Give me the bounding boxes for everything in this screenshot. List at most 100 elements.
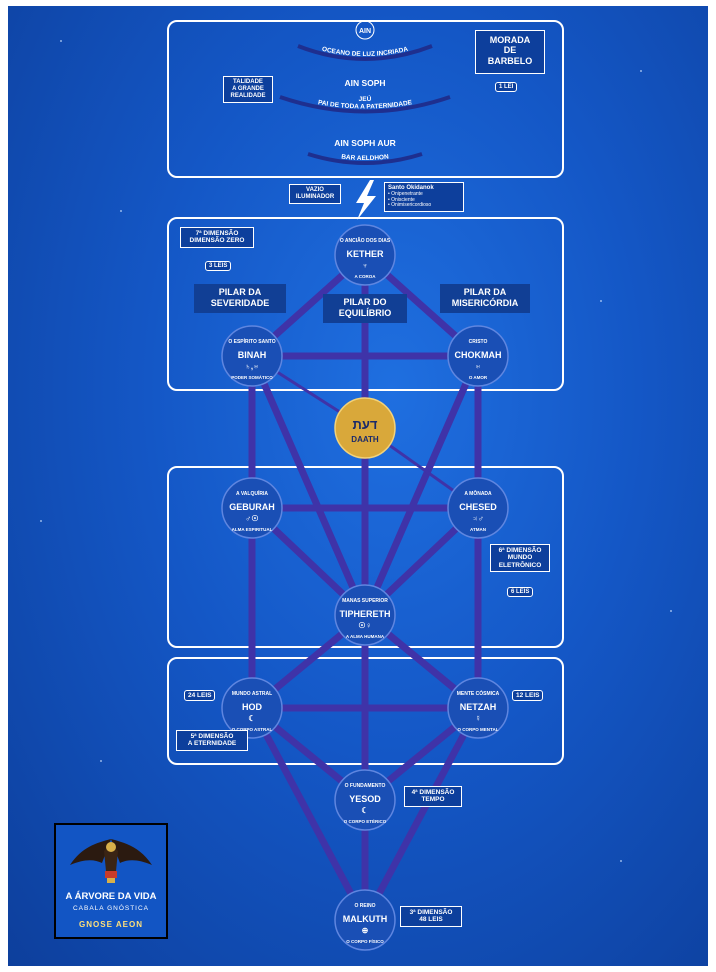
netzah-planet-icon: ☿: [475, 714, 481, 723]
chesed-title-bottom: ATMAN: [470, 527, 486, 532]
path-chokmah-tiphereth: [361, 352, 482, 619]
astral-dimension: 5ª DIMENSÃO A ETERNIDADE: [176, 730, 248, 751]
malkuth-title-top: O REINO: [354, 903, 375, 909]
star: [60, 40, 62, 42]
geburah-title-top: A VALQUÍRIA: [236, 489, 268, 497]
supernal-dim-line-1: 7ª DIMENSÃO: [195, 230, 239, 237]
ain-circle: [355, 20, 375, 40]
geburah-planet-icon: ♂☉: [245, 514, 258, 523]
malkuth-title-bottom: O CORPO FÍSICO: [346, 937, 384, 944]
tiphereth-planet-icon: ☉♀: [358, 621, 371, 630]
kether-circle: [334, 224, 396, 286]
santo-item-text: Onipenetrante: [391, 190, 423, 197]
vazio-line-1: VAZIO: [306, 187, 324, 193]
jeu-label: JEÚ: [359, 94, 372, 103]
kether-title-top: O ANCIÃO DOS DIAS: [340, 237, 391, 244]
pilar-sev-line-2: SEVERIDADE: [210, 298, 270, 309]
pilar-misericordia: PILAR DA MISERICÓRDIA: [440, 284, 530, 313]
hod-planet-icon: ☾: [248, 714, 255, 723]
santo-item: • Onimisericordioso: [388, 202, 432, 209]
yesod-title-bottom: O CORPO ETÉRICO: [344, 817, 387, 824]
netzah-leis: 12 LEIS: [512, 690, 544, 701]
daath-hebrew: דעת: [353, 417, 378, 432]
talidade-label: TALIDADE A GRANDE REALIDADE: [223, 76, 273, 103]
star: [640, 70, 642, 72]
chokmah-circle: [447, 325, 509, 387]
logo-subtitle: CABALA GNÓSTICA: [72, 905, 150, 912]
kether-planet-icon: ♆: [362, 261, 368, 270]
pilar-eq-line-2: EQUILÍBRIO: [338, 308, 392, 319]
star: [120, 210, 122, 212]
hod-leis: 24 LEIS: [184, 690, 216, 701]
star: [670, 610, 672, 612]
logo-badge: A ÁRVORE DA VIDA CABALA GNÓSTICA GNOSE A…: [54, 823, 168, 939]
sephirah-geburah: A VALQUÍRIA GEBURAH ♂☉ ALMA ESPIRITUAL: [221, 477, 283, 539]
netzah-circle: [447, 677, 509, 739]
top-arcs: [279, 44, 451, 165]
chokmah-title-bottom: O AMOR: [469, 375, 488, 380]
malkuth-name: MALKUTH: [343, 914, 388, 924]
morada-line-1: MORADA: [489, 35, 531, 45]
geburah-circle: [221, 477, 283, 539]
yesod-dim-line-1: 4ª DIMENSÃO: [411, 789, 455, 796]
star: [600, 300, 602, 302]
path-binah-tiphereth: [248, 352, 369, 619]
santo-item-text: Onimisericordioso: [391, 202, 432, 209]
malkuth-dim-line-1: 3ª DIMENSÃO: [409, 909, 453, 916]
tiphereth-name: TIPHERETH: [339, 609, 390, 619]
astral-dim-line-1: 5ª DIMENSÃO: [190, 733, 234, 740]
ethical-dimension: 6ª DIMENSÃO MUNDO ELETRÔNICO: [490, 544, 550, 573]
geburah-name: GEBURAH: [229, 502, 275, 512]
santo-item-text: Onisciente: [391, 196, 415, 203]
hod-circle: [221, 677, 283, 739]
logo-brand: GNOSE AEON: [79, 920, 143, 929]
daath-circle: [334, 397, 396, 459]
binah-circle: [221, 325, 283, 387]
malkuth-circle: [334, 889, 396, 951]
malkuth-planet-icon: ⊕: [362, 926, 369, 935]
chesed-planet-icon: ♃♂: [472, 514, 484, 523]
malkuth-dimension: 3ª DIMENSÃO 48 LEIS: [400, 906, 462, 927]
santo-item: • Onipenetrante: [388, 190, 423, 197]
logo-title: A ÁRVORE DA VIDA: [65, 891, 157, 902]
ain-soph-aur-label: AIN SOPH AUR: [334, 138, 396, 148]
chesed-name: CHESED: [459, 502, 497, 512]
morada-leis: 1 LEI: [495, 82, 518, 92]
path-hod-malkuth: [248, 704, 369, 924]
morada-label: MORADA DE BARBELO: [475, 30, 545, 74]
supernal-dim-line-2: DIMENSÃO ZERO: [189, 237, 245, 245]
ain-soph-sub-path: PAI DE TODA A PATERNIDADE: [317, 99, 413, 110]
eagle-emblem-icon: [70, 839, 152, 883]
binah-name: BINAH: [238, 350, 267, 360]
pilar-sev-line-1: PILAR DA: [218, 287, 262, 297]
star: [100, 760, 102, 762]
yesod-title-top: O FUNDAMENTO: [345, 783, 386, 789]
malkuth-dim-line-2: 48 LEIS: [419, 916, 443, 924]
talidade-line-3: REALIDADE: [230, 92, 266, 99]
yesod-dimension: 4ª DIMENSÃO TEMPO: [404, 786, 462, 807]
daath-name: DAATH: [351, 435, 379, 444]
tiphereth-title-top: MANAS SUPERIOR: [342, 598, 388, 604]
tiphereth-circle: [334, 584, 396, 646]
kether-name: KETHER: [346, 249, 384, 259]
ain-arc: [297, 44, 433, 61]
hod-title-bottom: O CORPO ASTRAL: [232, 727, 273, 732]
ethical-dim-line-3: ELETRÔNICO: [498, 561, 542, 569]
vazio-line-2: ILUMINADOR: [295, 193, 335, 200]
tiphereth-title-bottom: A ALMA HUMANA: [346, 634, 385, 639]
chokmah-planet-icon: ♅: [475, 362, 481, 371]
chesed-title-top: A MÔNADA: [464, 489, 492, 497]
geburah-title-bottom: ALMA ESPIRITUAL: [232, 527, 273, 532]
chokmah-name: CHOKMAH: [455, 350, 502, 360]
sephirah-tiphereth: MANAS SUPERIOR TIPHERETH ☉♀ A ALMA HUMANA: [334, 584, 396, 646]
morada-line-2: DE: [503, 45, 517, 56]
pilar-equilibrio: PILAR DO EQUILÍBRIO: [323, 294, 407, 323]
lightning-bolt-icon: [356, 180, 376, 220]
